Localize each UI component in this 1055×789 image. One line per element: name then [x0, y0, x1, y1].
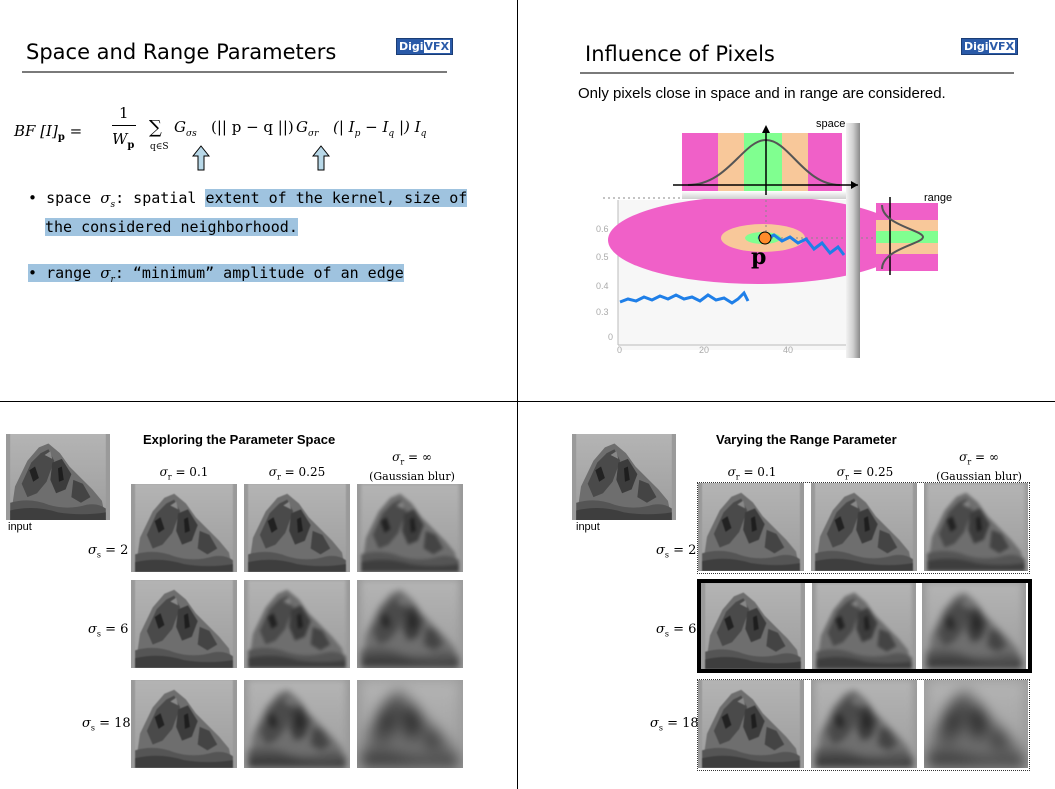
- result2-s2-rinf: [924, 483, 1028, 571]
- col-head-6: σr = ∞(Gaussian blur): [936, 450, 1022, 484]
- result2-s6-rinf: [922, 583, 1026, 669]
- y-tick-2: 0.5: [596, 252, 609, 262]
- pixel-influence-diagram: [603, 123, 938, 358]
- range-axis-label: range: [924, 192, 953, 204]
- y-tick-5: 0: [608, 332, 614, 342]
- result2-s18-r01: [698, 680, 804, 768]
- horizontal-divider: [0, 401, 1055, 402]
- result-s18-r025: [244, 680, 350, 768]
- formula-frac-bar: [112, 125, 136, 126]
- slide3-title: Exploring the Parameter Space: [143, 432, 336, 447]
- result2-s18-rinf: [924, 680, 1028, 768]
- result-s6-r01: [131, 580, 237, 668]
- result-s6-r025: [244, 580, 350, 668]
- formula-frac-numerator: 1: [119, 104, 129, 122]
- result-s2-rinf: [357, 484, 463, 572]
- y-tick-3: 0.4: [596, 281, 609, 291]
- result-s6-rinf: [357, 580, 463, 668]
- slide1-title: Space and Range Parameters: [26, 40, 337, 64]
- formula-sum-sub: q∈S: [150, 142, 169, 152]
- y-tick-4: 0.3: [596, 307, 609, 317]
- row-frame-s6-highlight: [697, 579, 1032, 673]
- formula-sum: ∑: [149, 117, 162, 138]
- input-label: input: [8, 521, 32, 533]
- formula-range-arg: (| Ip − Iq |) Iq: [333, 118, 427, 139]
- result-s18-rinf: [357, 680, 463, 768]
- result-s18-r01: [131, 680, 237, 768]
- x-tick-2: 20: [699, 345, 710, 355]
- formula-gr: Gσr: [296, 118, 319, 139]
- digivfx-logo-2: DigiVFX: [961, 38, 1019, 55]
- result-s2-r025: [244, 484, 350, 572]
- formula-gs: Gσs: [174, 118, 197, 139]
- row-frame-s2: [697, 482, 1030, 574]
- vertical-divider: [517, 0, 518, 789]
- pixel-p-label: p: [751, 244, 767, 270]
- row-head-1: σs = 2: [88, 543, 129, 560]
- input-image-2: [572, 434, 676, 520]
- x-tick-3: 40: [783, 345, 794, 355]
- result2-s2-r025: [811, 483, 917, 571]
- input-label-2: input: [576, 521, 600, 533]
- digivfx-logo: DigiVFX: [396, 38, 454, 55]
- row-head-4: σs = 2: [656, 543, 697, 560]
- input-image: [6, 434, 110, 520]
- row-frame-s18: [697, 679, 1030, 771]
- row-head-2: σs = 6: [88, 622, 129, 639]
- slide2-title: Influence of Pixels: [585, 42, 775, 66]
- slide1-title-rule: [22, 71, 447, 73]
- formula-frac-denominator: Wp: [112, 130, 135, 151]
- formula-space-arg: (|| p − q ||): [211, 118, 294, 136]
- slide4-title: Varying the Range Parameter: [716, 432, 897, 447]
- bullet-range: • range σr: “minimum” amplitude of an ed…: [28, 264, 404, 285]
- result2-s2-r01: [698, 483, 804, 571]
- result2-s18-r025: [811, 680, 917, 768]
- result2-s6-r01: [701, 583, 805, 669]
- slide2-caption: Only pixels close in space and in range …: [578, 85, 946, 102]
- col-head-5: σr = 0.25: [836, 465, 894, 482]
- space-axis-label: space: [816, 118, 846, 130]
- col-head-3: σr = ∞(Gaussian blur): [369, 450, 455, 484]
- col-head-2: σr = 0.25: [268, 465, 326, 482]
- row-head-6: σs = 18: [650, 716, 699, 733]
- col-head-1: σr = 0.1: [159, 465, 209, 482]
- space-arrow-icon: [192, 145, 210, 171]
- y-tick-1: 0.6: [596, 224, 609, 234]
- bullet-space: • space σs: spatial extent of the kernel…: [28, 189, 468, 236]
- row-head-3: σs = 18: [82, 716, 131, 733]
- range-arrow-icon: [312, 145, 330, 171]
- formula-lhs: BF [I]p =: [14, 122, 83, 143]
- result-s2-r01: [131, 484, 237, 572]
- slide2-title-rule: [580, 72, 1014, 74]
- result2-s6-r025: [812, 583, 916, 669]
- col-head-4: σr = 0.1: [727, 465, 777, 482]
- row-head-5: σs = 6: [656, 622, 697, 639]
- x-tick-1: 0: [617, 345, 623, 355]
